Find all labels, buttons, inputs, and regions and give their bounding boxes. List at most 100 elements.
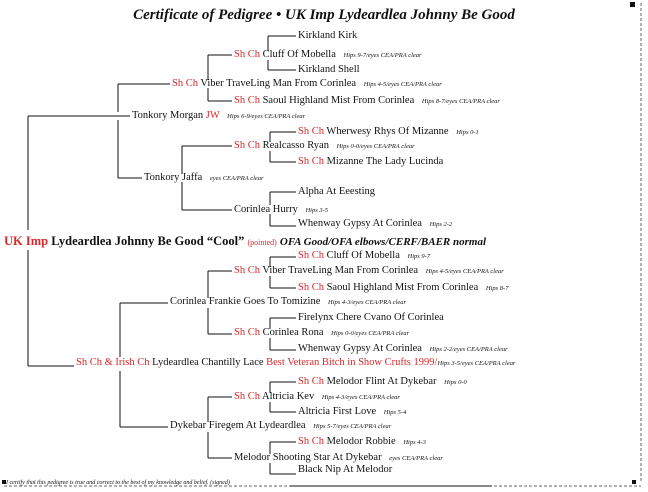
dam-name: Lydeardlea Chantilly Lace xyxy=(152,357,264,368)
pedigree-entry: Melodor Shooting Star At Dykebar eyes CE… xyxy=(234,452,443,465)
pedigree-entry: Alpha At Eeesting xyxy=(298,186,375,198)
entry-name: Cluff Of Mobella xyxy=(262,49,336,60)
subject-prefix: UK Imp xyxy=(4,234,49,248)
entry-name: Altricia First Love xyxy=(298,406,377,417)
entry-name: Black Nip At Melodor xyxy=(298,464,393,475)
entry-note: eyes CEA/PRA clear xyxy=(389,455,443,462)
pedigree-entry: Sh Ch Saoul Highland Mist From Corinlea … xyxy=(298,282,508,295)
dam-entry: Sh Ch & Irish Ch Lydeardlea Chantilly La… xyxy=(76,357,515,370)
entry-prefix: Sh Ch xyxy=(172,78,198,89)
corner-mark xyxy=(630,2,635,7)
entry-name: Viber TraveLing Man From Corinlea xyxy=(200,78,357,89)
sire-name: Tonkory Morgan xyxy=(132,110,204,121)
entry-note: Hips 8-7/eyes CEA/PRA clear xyxy=(421,98,500,105)
pedigree-entry: Sh Ch Realcasso Ryan Hips 0-0/eyes CEA/P… xyxy=(234,140,415,153)
entry-note: Hips 0-1 xyxy=(456,129,479,136)
pedigree-entry: Black Nip At Melodor xyxy=(298,464,392,476)
entry-name: Mizanne The Lady Lucinda xyxy=(326,156,444,167)
entry-note: eyes CEA/PRA clear xyxy=(209,175,264,182)
dam-prefix: Sh Ch & Irish Ch xyxy=(76,357,150,368)
subject-name: Lydeardlea Johnny Be Good xyxy=(51,234,204,248)
pedigree-entry: Sh Ch Corinlea Rona Hips 0-0/eyes CEA/PR… xyxy=(234,327,409,340)
entry-note: Hips 3-5 xyxy=(305,207,329,214)
entry-note: Hips 8-7 xyxy=(485,285,509,292)
pedigree-entry: Sh Ch Melodor Robbie Hips 4-3 xyxy=(298,436,426,449)
corner-mark xyxy=(632,480,636,484)
pedigree-entry: Corinlea Hurry Hips 3-5 xyxy=(234,204,328,217)
entry-name: Wherwesy Rhys Of Mizanne xyxy=(326,126,449,137)
certification-statement: I certify that this pedigree is true and… xyxy=(6,480,230,486)
entry-prefix: Sh Ch xyxy=(234,265,260,276)
entry-note: Hips 2-2/eyes CEA/PRA clear xyxy=(429,346,508,353)
entry-name: Melodor Shooting Star At Dykebar xyxy=(234,452,382,463)
pedigree-entry: Sh Ch Wherwesy Rhys Of Mizanne Hips 0-1 xyxy=(298,126,479,139)
entry-name: Corinlea Hurry xyxy=(234,204,298,215)
entry-prefix: Sh Ch xyxy=(234,391,260,402)
pedigree-entry: Whenway Gypsy At Corinlea Hips 2-2/eyes … xyxy=(298,343,508,356)
entry-note: Hips 4-3 xyxy=(403,439,426,446)
entry-name: Kirkland Shell xyxy=(298,64,360,75)
entry-note: Hips 2-2 xyxy=(429,221,453,228)
subject-health: OFA Good/OFA elbows/CERF/BAER normal xyxy=(279,236,487,248)
pedigree-entry: Sh Ch Cluff Of Mobella Hips 9-7 xyxy=(298,250,430,263)
pedigree-entry: Sh Ch Melodor Flint At Dykebar Hips 0-0 xyxy=(298,376,467,389)
entry-note: Hips 9-7 xyxy=(407,253,431,260)
entry-name: Realcasso Ryan xyxy=(262,140,329,151)
entry-note: Hips 0-0/eyes CEA/PRA clear xyxy=(336,143,415,150)
entry-note: Hips 4-3/eyes CEA/PRA clear xyxy=(321,394,400,401)
entry-note: Hips 0-0/eyes CEA/PRA clear xyxy=(331,330,410,337)
sire-entry: Tonkory Morgan JW Hips 6-9/eyes CEA/PRA … xyxy=(132,110,305,123)
dam-award: Best Veteran Bitch in Show Crufts 1999/ xyxy=(266,357,438,368)
entry-note: Hips 4-3/eyes CEA/PRA clear xyxy=(328,299,407,306)
pedigree-entry: Sh Ch Cluff Of Mobella Hips 9-7/eyes CEA… xyxy=(234,49,422,62)
entry-prefix: Sh Ch xyxy=(298,156,324,167)
pedigree-entry: Sh Ch Viber TraveLing Man From Corinlea … xyxy=(172,78,442,91)
entry-name: Tonkory Jaffa xyxy=(144,172,203,183)
corner-mark xyxy=(2,480,6,484)
subject-dog: UK Imp Lydeardlea Johnny Be Good “Cool” … xyxy=(4,234,486,249)
pedigree-entry: Dykebar Firegem At Lydeardlea Hips 5-7/e… xyxy=(170,420,391,433)
pedigree-entry: Corinlea Frankie Goes To Tomizine Hips 4… xyxy=(170,296,406,309)
entry-name: Cluff Of Mobella xyxy=(326,250,400,261)
certificate-title: Certificate of Pedigree • UK Imp Lydeard… xyxy=(133,7,515,23)
entry-note: Hips 5-7/eyes CEA/PRA clear xyxy=(313,423,392,430)
entry-name: Altricia Kev xyxy=(262,391,315,402)
entry-name: Corinlea Frankie Goes To Tomizine xyxy=(170,296,321,307)
entry-prefix: Sh Ch xyxy=(234,327,260,338)
sire-note: Hips 6-9/eyes CEA/PRA clear xyxy=(227,113,306,120)
pedigree-entry: Sh Ch Viber TraveLing Man From Corinlea … xyxy=(234,265,504,278)
entry-prefix: Sh Ch xyxy=(234,49,260,60)
entry-name: Whenway Gypsy At Corinlea xyxy=(298,343,422,354)
pedigree-lines xyxy=(27,35,296,475)
entry-name: Corinlea Rona xyxy=(262,327,324,338)
dam-note: Hips 3-5/eyes CEA/PRA clear xyxy=(437,360,516,367)
pedigree-entry: Sh Ch Mizanne The Lady Lucinda xyxy=(298,156,443,168)
sire-title: JW xyxy=(205,110,220,121)
pedigree-entry: Sh Ch Altricia Kev Hips 4-3/eyes CEA/PRA… xyxy=(234,391,400,404)
entry-prefix: Sh Ch xyxy=(298,282,324,293)
entry-prefix: Sh Ch xyxy=(234,95,260,106)
entry-name: Melodor Flint At Dykebar xyxy=(326,376,437,387)
entry-note: Hips 0-0 xyxy=(444,379,467,386)
entry-name: Saoul Highland Mist From Corinlea xyxy=(326,282,479,293)
pedigree-entry: Kirkland Kirk xyxy=(298,30,357,42)
entry-name: Dykebar Firegem At Lydeardlea xyxy=(170,420,306,431)
pedigree-entry: Sh Ch Saoul Highland Mist From Corinlea … xyxy=(234,95,500,108)
entry-note: Hips 5-4 xyxy=(383,409,407,416)
pedigree-entry: Altricia First Love Hips 5-4 xyxy=(298,406,406,419)
entry-prefix: Sh Ch xyxy=(298,376,324,387)
entry-name: Alpha At Eeesting xyxy=(298,186,375,197)
entry-prefix: Sh Ch xyxy=(298,250,324,261)
entry-name: Viber TraveLing Man From Corinlea xyxy=(262,265,419,276)
entry-name: Kirkland Kirk xyxy=(298,30,358,41)
pedigree-entry: Tonkory Jaffa eyes CEA/PRA clear xyxy=(144,172,264,185)
pedigree-entry: Whenway Gypsy At Corinlea Hips 2-2 xyxy=(298,218,452,231)
entry-note: Hips 4-5/eyes CEA/PRA clear xyxy=(425,268,504,275)
entry-prefix: Sh Ch xyxy=(298,126,324,137)
pedigree-entry: Firelynx Chere Cvano Of Corinlea xyxy=(298,312,444,324)
entry-prefix: Sh Ch xyxy=(298,436,324,447)
entry-prefix: Sh Ch xyxy=(234,140,260,151)
entry-name: Whenway Gypsy At Corinlea xyxy=(298,218,422,229)
entry-name: Saoul Highland Mist From Corinlea xyxy=(262,95,415,106)
